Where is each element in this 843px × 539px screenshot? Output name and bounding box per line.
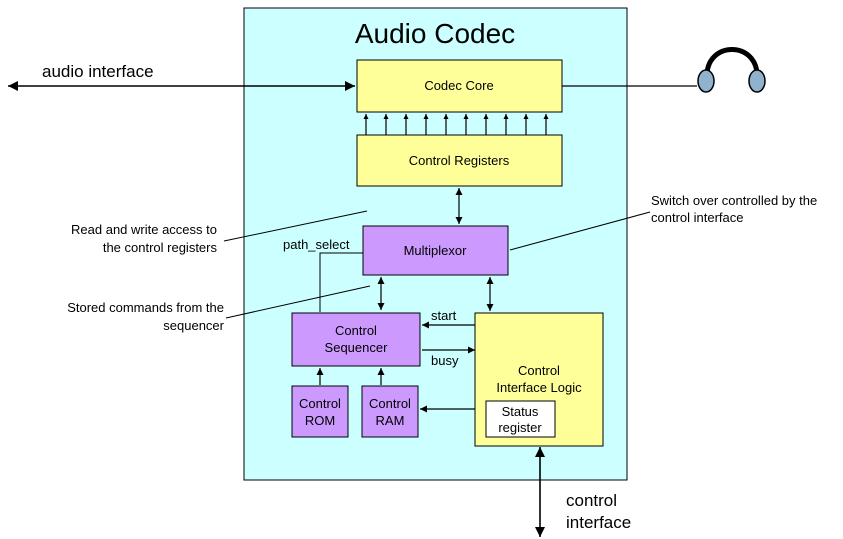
path-select-line: [319, 252, 363, 312]
codec-title: Audio Codec: [355, 18, 515, 49]
switch-over-annotation-2: control interface: [651, 210, 744, 225]
control-ram-label-1: Control: [369, 396, 411, 411]
control-ram-label-2: RAM: [376, 413, 405, 428]
read-write-annotation-1: Read and write access to: [71, 222, 217, 237]
control-registers-label: Control Registers: [409, 153, 510, 168]
switch-over-annotation-1: Switch over controlled by the: [651, 193, 817, 208]
status-register-label-1: Status: [502, 404, 539, 419]
multiplexor-label: Multiplexor: [404, 243, 468, 258]
control-interface-label-1: control: [566, 491, 617, 510]
control-registers-block: [356, 134, 563, 187]
path-select-label: path_select: [283, 237, 350, 252]
control-sequencer-label-1: Control: [335, 323, 377, 338]
status-register-label-2: register: [498, 420, 542, 435]
headphone-icon: [697, 47, 766, 93]
read-write-annotation-2: the control registers: [103, 240, 218, 255]
stored-commands-leader: [225, 285, 371, 319]
switch-over-leader: [509, 211, 651, 251]
control-rom-label-1: Control: [299, 396, 341, 411]
control-rom-label-2: ROM: [305, 413, 335, 428]
control-sequencer-block: [291, 312, 421, 367]
control-sequencer-label-2: Sequencer: [325, 340, 389, 355]
read-write-leader: [223, 210, 368, 242]
stored-commands-annotation-2: sequencer: [163, 318, 224, 333]
busy-label: busy: [431, 353, 459, 368]
control-interface-logic-label-2: Interface Logic: [496, 380, 582, 395]
control-ram-block: [361, 385, 419, 438]
start-label: start: [431, 308, 457, 323]
control-rom-block: [291, 385, 349, 438]
control-interface-logic-label-1: Control: [518, 363, 560, 378]
codec-core-label: Codec Core: [424, 78, 493, 93]
codec-core-block: [356, 59, 563, 113]
audio-interface-label: audio interface: [42, 62, 154, 81]
register-bus-arrows: [363, 114, 549, 135]
status-register-block: [485, 400, 556, 438]
multiplexor-block: [362, 225, 509, 276]
stored-commands-annotation-1: Stored commands from the: [67, 300, 224, 315]
control-interface-label-2: interface: [566, 513, 631, 532]
